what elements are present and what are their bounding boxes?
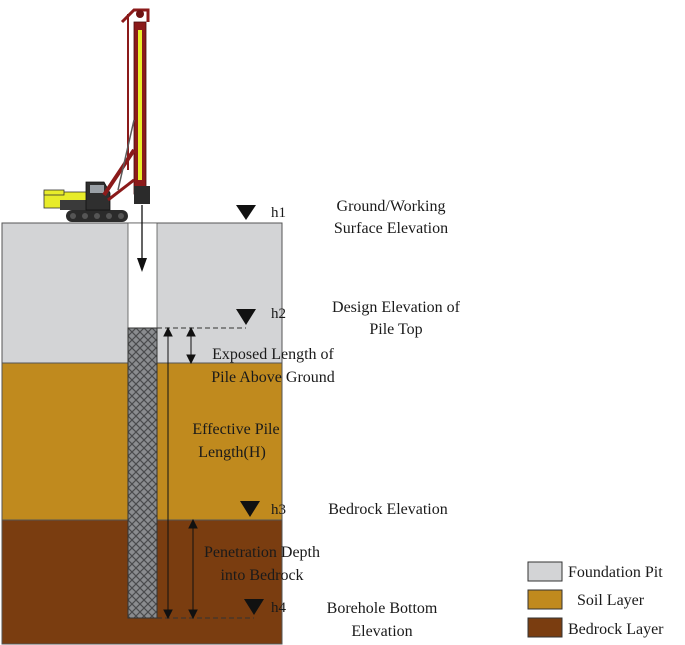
elevation-label-h1-line2: Surface Elevation: [334, 220, 448, 237]
penetration-depth-dimension: [188, 518, 198, 620]
marker-label-h1: h1: [271, 205, 286, 221]
legend-swatch-bedrock-layer: [527, 617, 563, 638]
marker-label-h4: h4: [271, 600, 287, 616]
elevation-label-h4-line2: Elevation: [351, 623, 412, 640]
drilling-rig-icon: [43, 8, 150, 222]
elevation-label-h3-line1: Bedrock Elevation: [328, 501, 448, 518]
effective-length-line1: Effective Pile: [192, 421, 279, 438]
elevation-marker-h2: h2: [157, 306, 286, 329]
legend-label-foundation-pit: Foundation Pit: [568, 564, 663, 581]
elevation-label-h4-line1: Borehole Bottom: [327, 600, 438, 617]
exposed-length-dimension: [186, 326, 196, 365]
legend-label-soil-layer: Soil Layer: [577, 592, 645, 609]
legend-swatch-foundation-pit: [527, 561, 563, 582]
marker-label-h2: h2: [271, 306, 286, 322]
legend: Foundation Pit Soil Layer Bedrock Layer: [527, 561, 664, 638]
elevation-marker-h4: h4: [157, 599, 287, 619]
exposed-length-line2: Pile Above Ground: [211, 369, 335, 386]
penetration-depth-line1: Penetration Depth: [204, 544, 320, 561]
exposed-length-line1: Exposed Length of: [212, 346, 334, 363]
effective-length-dimension: [163, 326, 173, 620]
elevation-label-h2-line1: Design Elevation of: [332, 299, 461, 316]
elevation-label-h2-line2: Pile Top: [369, 321, 422, 338]
drill-direction-arrow: [137, 205, 147, 272]
elevation-label-h1-line1: Ground/Working: [337, 198, 446, 215]
marker-label-h3: h3: [271, 502, 286, 518]
pile: [127, 327, 158, 619]
borehole: [127, 222, 158, 329]
penetration-depth-line2: into Bedrock: [220, 567, 303, 584]
effective-length-line2: Length(H): [198, 444, 266, 461]
legend-label-bedrock-layer: Bedrock Layer: [568, 621, 664, 638]
legend-swatch-soil-layer: [527, 589, 563, 610]
elevation-marker-h3: h3: [240, 501, 286, 518]
elevation-marker-h1: h1: [160, 205, 286, 224]
